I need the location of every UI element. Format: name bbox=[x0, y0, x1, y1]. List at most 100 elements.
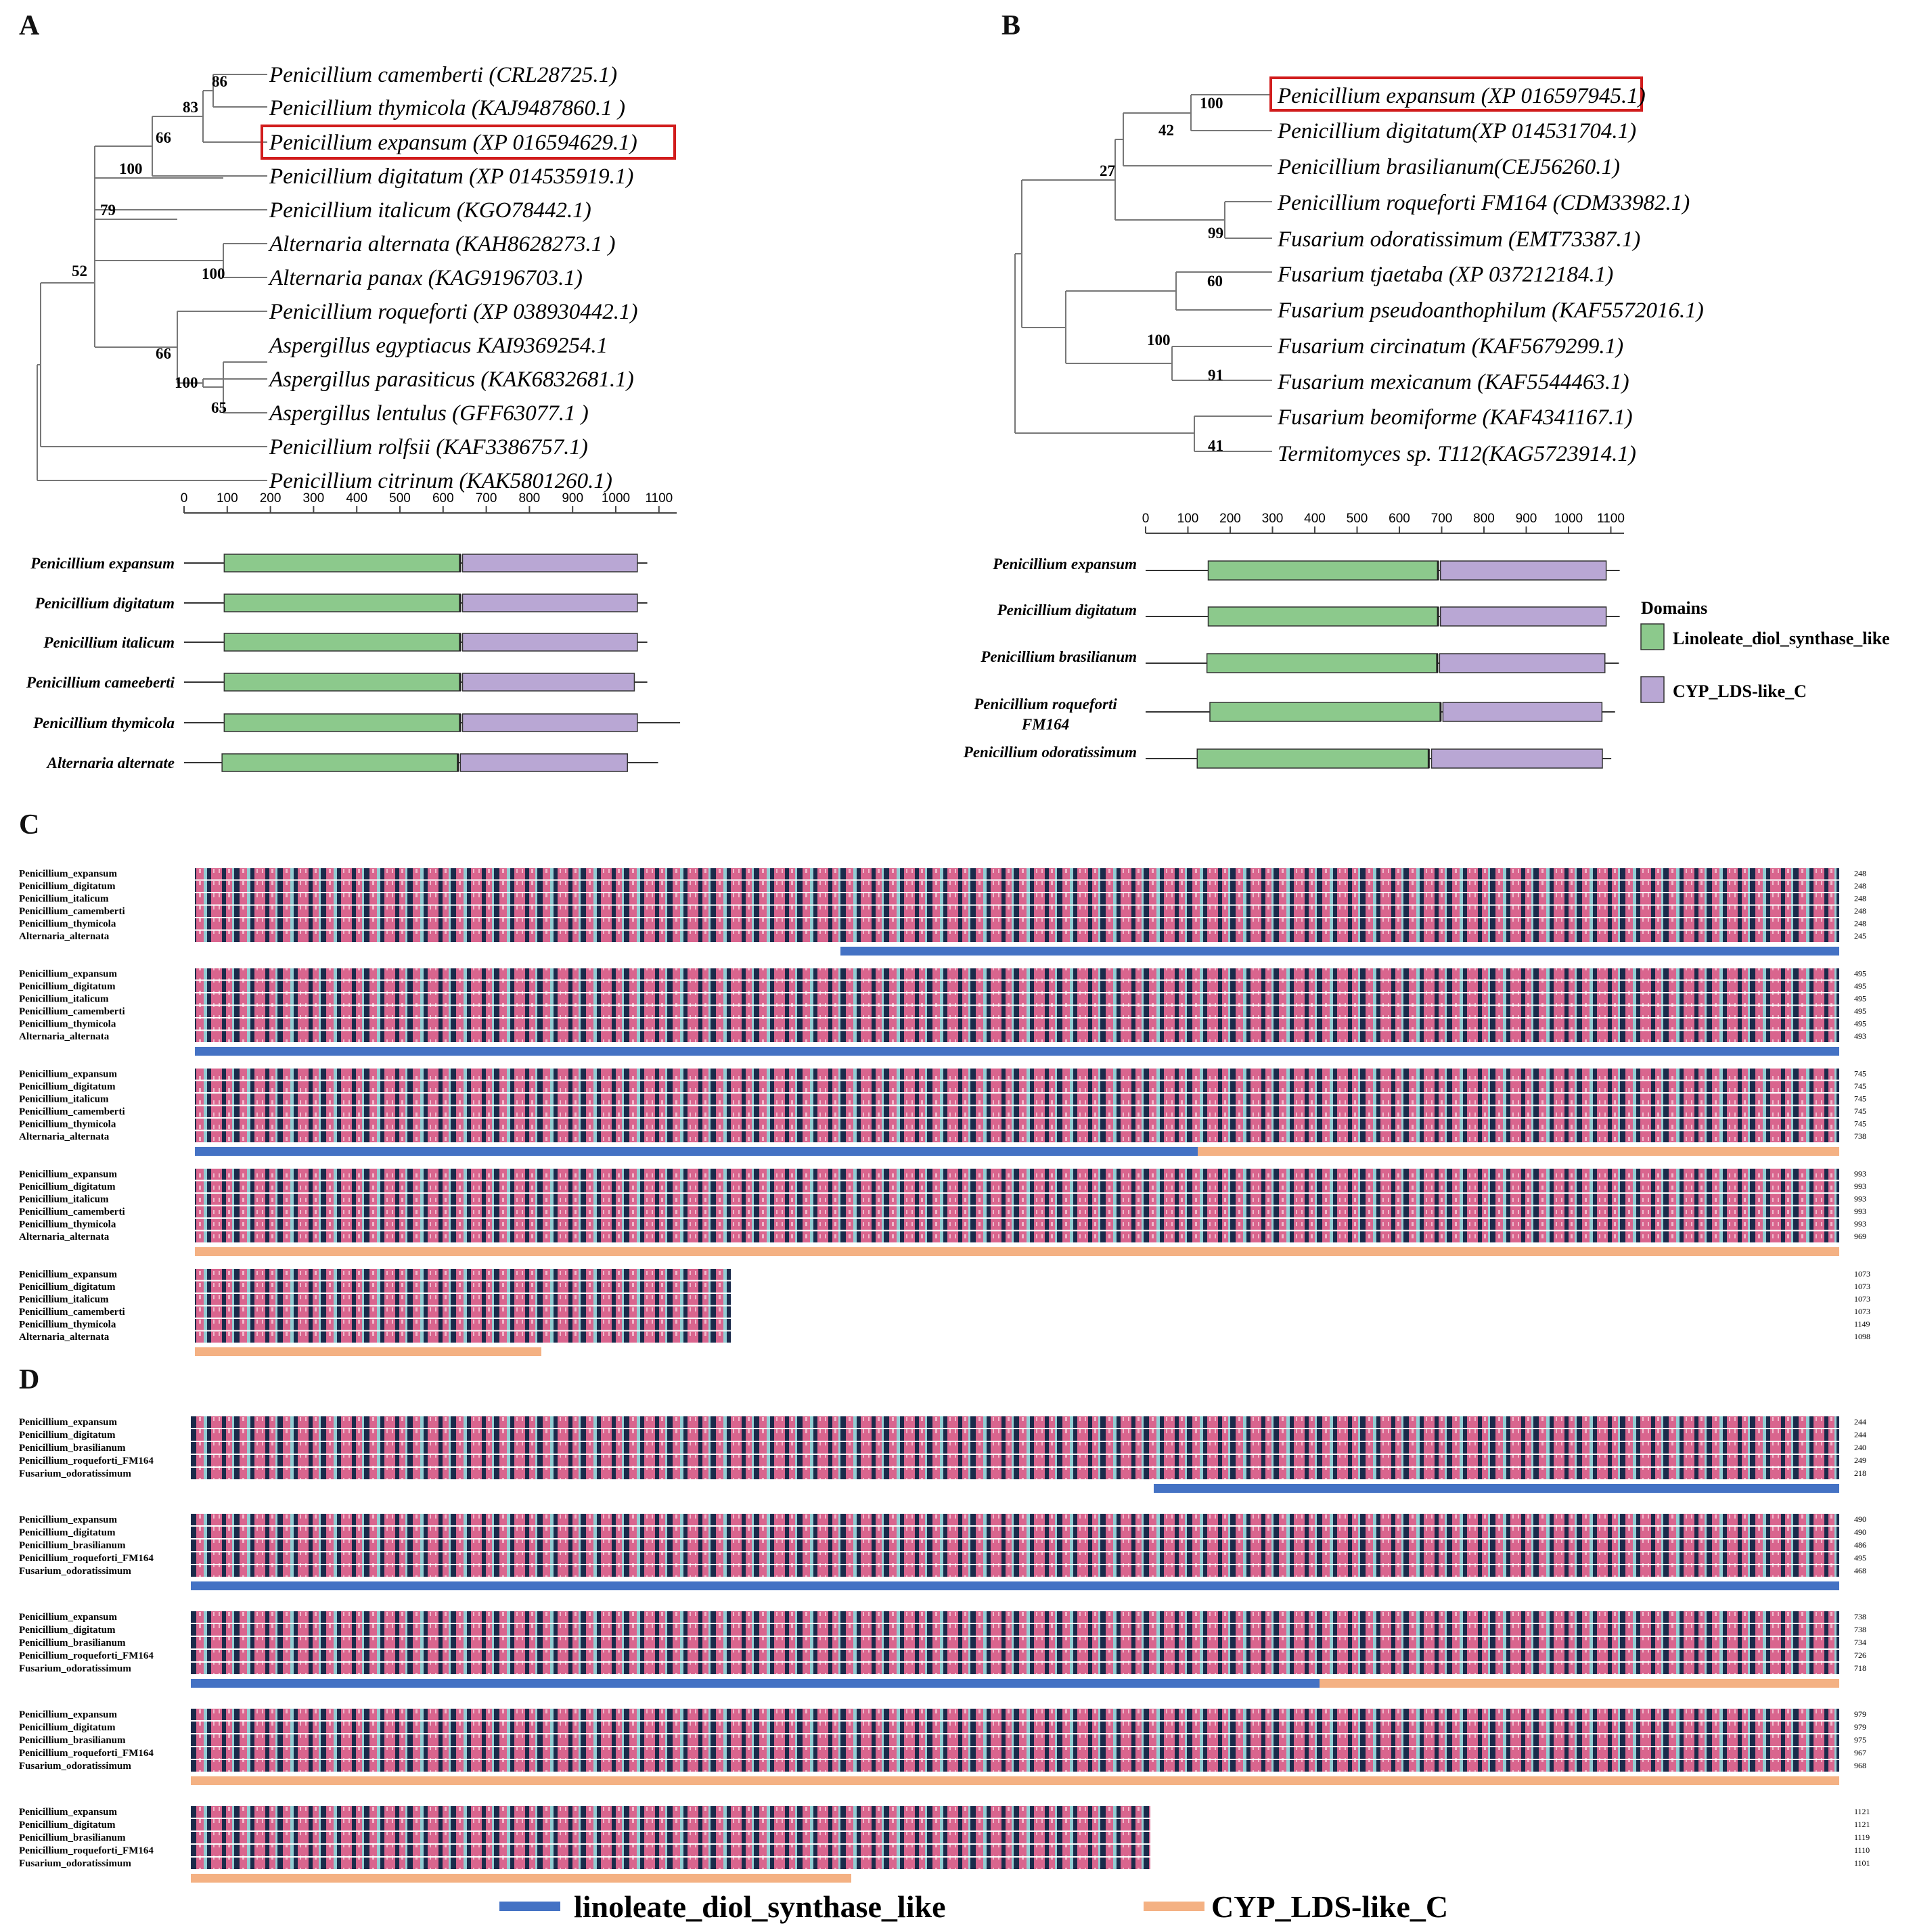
panel-label-a: A bbox=[19, 10, 40, 41]
tree-b-bootstraps: 100 42 27 99 60 100 91 41 bbox=[1100, 95, 1223, 454]
tree-b-taxon: Fusarium beomiforme (KAF4341167.1) bbox=[1277, 405, 1633, 430]
axis-tick-label: 1000 bbox=[602, 491, 630, 506]
bottom-legend-label-orange: CYP_LDS-like_C bbox=[1211, 1889, 1448, 1924]
phylogenetic-tree-b: Penicillium expansum (XP 016597945.1) Pe… bbox=[1014, 76, 1704, 466]
alignment-sequence-row bbox=[191, 1832, 1150, 1843]
tree-b-taxon: Penicillium digitatum(XP 014531704.1) bbox=[1277, 119, 1636, 143]
domain-protein-label: Penicillium expansum bbox=[30, 555, 175, 572]
bootstrap-value: 100 bbox=[1147, 332, 1171, 349]
tree-a-taxon: Alternaria panax (KAG9196703.1) bbox=[268, 266, 583, 290]
alignment-species-label: Penicillium_italicum bbox=[19, 1094, 109, 1105]
axis-tick-label: 800 bbox=[519, 491, 541, 506]
alignment-count: 495 bbox=[1854, 981, 1866, 991]
alignment-sequence-row bbox=[191, 1611, 1839, 1623]
tree-a-taxon: Alternaria alternata (KAH8628273.1 ) bbox=[268, 232, 615, 256]
alignment-count: 495 bbox=[1854, 1006, 1866, 1016]
alignment-sequence-row bbox=[195, 1281, 731, 1293]
axis-tick-label: 700 bbox=[476, 491, 497, 506]
alignment-sequence-row bbox=[195, 868, 1839, 880]
axis-tick-label: 600 bbox=[432, 491, 454, 506]
alignment-sequence-row bbox=[191, 1734, 1839, 1746]
alignment-species-label: Alternaria_alternata bbox=[19, 931, 110, 942]
legend-swatch-linoleate bbox=[1640, 623, 1665, 650]
alignment-sequence-row bbox=[191, 1806, 1150, 1818]
alignment-count: 738 bbox=[1854, 1625, 1866, 1634]
tree-a-taxon: Aspergillus parasiticus (KAK6832681.1) bbox=[268, 367, 634, 392]
alignment-sequence-row bbox=[191, 1416, 1839, 1428]
domain-junction bbox=[1437, 607, 1439, 626]
alignment-sequence-row bbox=[195, 918, 1839, 930]
alignment-count: 240 bbox=[1854, 1443, 1866, 1452]
bootstrap-value: 60 bbox=[1207, 273, 1223, 290]
tree-b-taxon: Fusarium pseudoanthophilum (KAF5572016.1… bbox=[1277, 298, 1704, 323]
bootstrap-value: 65 bbox=[211, 399, 227, 416]
alignment-species-label: Penicillium_expansum bbox=[19, 1069, 118, 1080]
alignment-count: 718 bbox=[1854, 1663, 1866, 1673]
tree-a-taxon: Penicillium camemberti (CRL28725.1) bbox=[269, 63, 617, 87]
alignment-species-label: Penicillium_brasilianum bbox=[19, 1638, 126, 1648]
alignment-species-label: Penicillium_expansum bbox=[19, 1807, 118, 1818]
cyp-domain bbox=[459, 753, 628, 772]
alignment-count: 495 bbox=[1854, 994, 1866, 1004]
tree-a-taxon: Penicillium roqueforti (XP 038930442.1) bbox=[269, 300, 637, 324]
alignment-sequence-row bbox=[195, 1169, 1839, 1180]
cyp-domain bbox=[1430, 748, 1603, 769]
domain-bar bbox=[1320, 1679, 1839, 1688]
alignment-species-label: Penicillium_thymicola bbox=[19, 1119, 116, 1130]
linoleate-domain bbox=[1207, 560, 1439, 581]
alignment-species-label: Penicillium_digitatum bbox=[19, 1722, 116, 1733]
alignment-count: 249 bbox=[1854, 1456, 1866, 1465]
alignment-count: 490 bbox=[1854, 1514, 1866, 1524]
alignment-count: 495 bbox=[1854, 1019, 1866, 1029]
alignment-species-label: Penicillium_brasilianum bbox=[19, 1833, 126, 1843]
alignment-count: 493 bbox=[1854, 1031, 1866, 1041]
alignment-count: 248 bbox=[1854, 919, 1866, 928]
axis-tick-label: 100 bbox=[217, 491, 238, 506]
tree-a-taxon: Aspergillus egyptiacus KAI9369254.1 bbox=[268, 334, 608, 358]
axis-tick-label: 200 bbox=[1219, 512, 1241, 526]
tree-a-taxon: Penicillium thymicola (KAJ9487860.1 ) bbox=[269, 96, 625, 120]
axis-tick-label: 300 bbox=[303, 491, 325, 506]
axis-tick-label: 1000 bbox=[1554, 512, 1583, 526]
domain-bar bbox=[195, 1347, 541, 1356]
alignment-species-label: Alternaria_alternata bbox=[19, 1332, 110, 1343]
alignment-species-label: Penicillium_digitatum bbox=[19, 1182, 116, 1192]
domain-protein-label: Penicillium roqueforti bbox=[973, 696, 1117, 713]
bootstrap-value: 52 bbox=[72, 263, 87, 279]
domain-bar bbox=[195, 1147, 1232, 1156]
alignment-species-label: Penicillium_thymicola bbox=[19, 1019, 116, 1030]
domain-junction bbox=[459, 554, 461, 572]
alignment-count: 248 bbox=[1854, 894, 1866, 903]
alignment-species-label: Penicillium_expansum bbox=[19, 1169, 118, 1180]
cyp-domain bbox=[1439, 653, 1606, 673]
bottom-legend-swatch-blue bbox=[499, 1902, 560, 1911]
alignment-sequence-row bbox=[191, 1845, 1150, 1856]
alignment-sequence-row bbox=[195, 1181, 1839, 1192]
alignment-count: 979 bbox=[1854, 1722, 1866, 1732]
tree-b-taxon: Termitomyces sp. T112(KAG5723914.1) bbox=[1278, 442, 1636, 466]
alignment-count: 745 bbox=[1854, 1119, 1866, 1129]
axis-tick-label: 1100 bbox=[645, 491, 673, 506]
cyp-domain bbox=[461, 673, 635, 692]
tree-b-taxon: Penicillium expansum (XP 016597945.1) bbox=[1277, 84, 1646, 108]
alignment-species-label: Penicillium_expansum bbox=[19, 1612, 118, 1623]
alignment-species-label: Penicillium_roqueforti_FM164 bbox=[19, 1845, 154, 1856]
alignment-sequence-row bbox=[195, 1194, 1839, 1205]
domain-bar bbox=[195, 1247, 1839, 1256]
alignment-count: 993 bbox=[1854, 1207, 1866, 1216]
domain-bar bbox=[195, 1047, 1839, 1056]
alignment-count: 745 bbox=[1854, 1106, 1866, 1116]
alignment-count: 1101 bbox=[1854, 1858, 1870, 1868]
alignment-count: 745 bbox=[1854, 1094, 1866, 1104]
alignment-sequence-row bbox=[191, 1819, 1150, 1830]
alignment-count: 734 bbox=[1854, 1638, 1866, 1647]
axis-tick-label: 1100 bbox=[1597, 512, 1625, 526]
alignment-sequence-row bbox=[195, 930, 1839, 942]
alignment-count: 1098 bbox=[1854, 1332, 1870, 1341]
domain-bar bbox=[1154, 1484, 1839, 1493]
alignment-species-label: Penicillium_camemberti bbox=[19, 1006, 125, 1017]
alignment-species-label: Penicillium_thymicola bbox=[19, 1219, 116, 1230]
